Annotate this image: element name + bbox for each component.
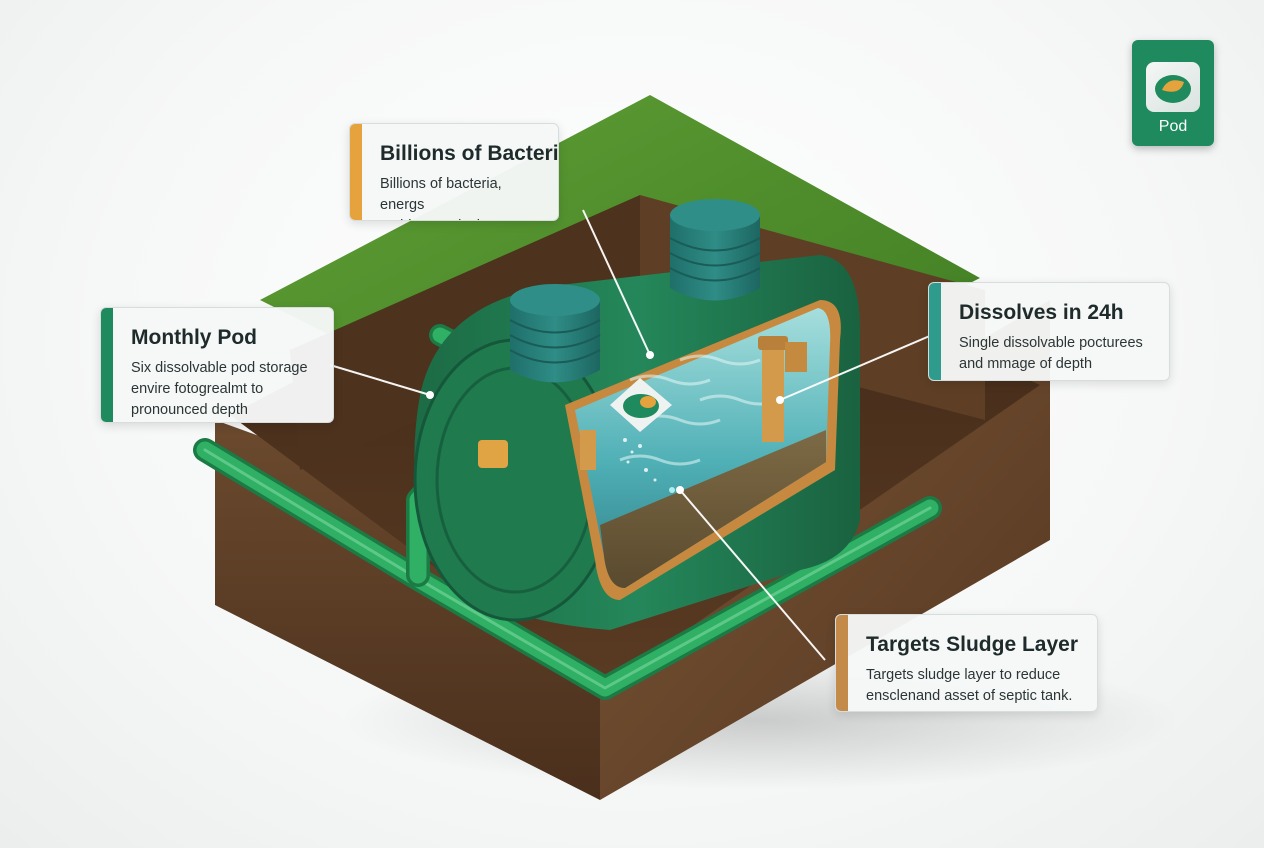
callout-billions-of-bacteria: Billions of Bacteria Billions of bacteri…	[349, 123, 559, 221]
pod-badge: Pod	[1132, 40, 1214, 146]
callout-accent-bar	[836, 615, 848, 711]
callout-description: Billions of bacteria, energs ambient occ…	[380, 176, 502, 220]
callout-accent-bar	[101, 308, 113, 422]
callout-targets-sludge-layer: Targets Sludge Layer Targets sludge laye…	[835, 614, 1098, 712]
leader-lines	[329, 209, 933, 661]
callout-monthly-pod: Monthly Pod Six dissolvable pod storage …	[100, 307, 334, 423]
callout-description: Six dissolvable pod storage envire fotog…	[131, 360, 308, 418]
callout-description: Single dissolvable pocturees and mmage o…	[959, 335, 1143, 372]
callout-dissolves-in-24h: Dissolves in 24h Single dissolvable poct…	[928, 282, 1170, 381]
septic-tank	[413, 255, 860, 630]
sludge-layer	[600, 430, 826, 588]
callout-title: Monthly Pod	[131, 326, 257, 349]
pod-packet-icon	[1146, 62, 1200, 112]
callout-title: Billions of Bacteria	[380, 142, 559, 165]
dissolving-pod	[610, 378, 672, 432]
access-riser-left	[509, 284, 601, 383]
callout-description: Targets sludge layer to reduce ensclenan…	[866, 667, 1073, 704]
access-riser-right	[669, 199, 761, 301]
callout-accent-bar	[929, 283, 941, 380]
callout-title: Targets Sludge Layer	[866, 633, 1079, 656]
callout-title: Dissolves in 24h	[959, 301, 1124, 324]
callout-accent-bar	[350, 124, 362, 220]
pod-badge-label: Pod	[1158, 118, 1188, 135]
outlet-tee-pipe	[762, 342, 784, 442]
